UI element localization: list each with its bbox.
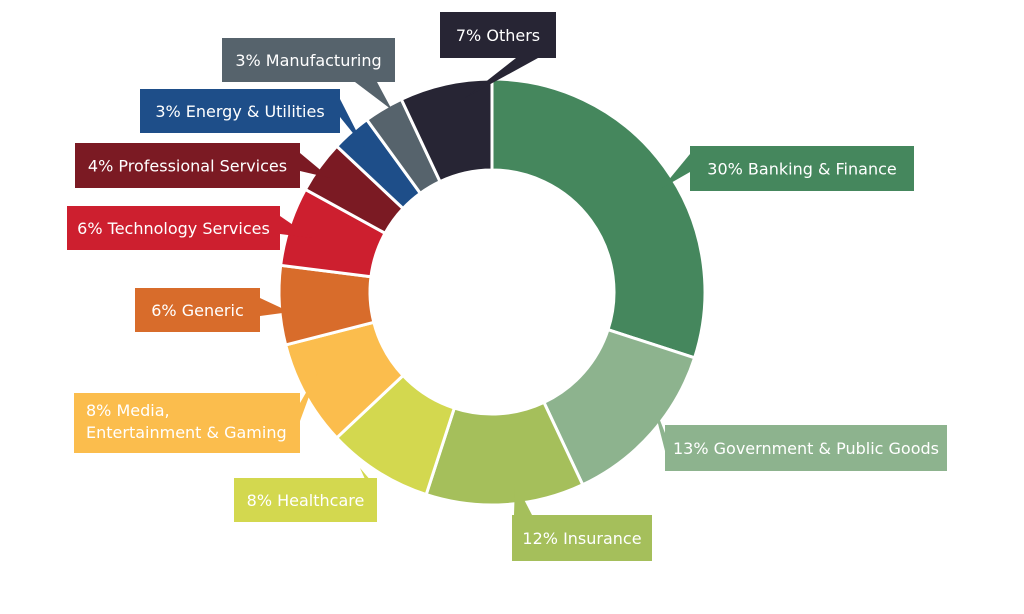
slice-label: 12% Insurance bbox=[522, 529, 641, 548]
slice-label: 6% Generic bbox=[151, 301, 244, 320]
callout-pointer bbox=[514, 482, 532, 515]
callout-pointer bbox=[300, 153, 330, 178]
slice-label: 3% Energy & Utilities bbox=[155, 102, 324, 121]
callout-box bbox=[74, 393, 300, 453]
slice-label: 6% Technology Services bbox=[77, 219, 270, 238]
slice-banking-finance bbox=[490, 77, 707, 360]
callout-pointer bbox=[652, 400, 665, 451]
callout-media-entertainment-gaming: 8% Media, Entertainment & Gaming bbox=[74, 372, 318, 453]
slice-label: 8% Media, bbox=[86, 401, 170, 420]
donut-slices bbox=[277, 77, 707, 507]
callout-insurance: 12% Insurance bbox=[512, 482, 652, 561]
callout-manufacturing: 3% Manufacturing bbox=[222, 38, 395, 110]
callout-others: 7% Others bbox=[440, 12, 556, 98]
callout-box bbox=[75, 143, 300, 188]
callout-pointer bbox=[662, 154, 690, 188]
slice-label: 30% Banking & Finance bbox=[707, 160, 896, 179]
callout-box bbox=[665, 425, 947, 471]
callout-banking-finance: 30% Banking & Finance bbox=[662, 146, 914, 191]
callout-labels: 30% Banking & Finance 13% Government & Pu… bbox=[67, 12, 947, 561]
callout-professional-services: 4% Professional Services bbox=[75, 143, 330, 188]
slice-label: 7% Others bbox=[456, 26, 540, 45]
slice-label: Entertainment & Gaming bbox=[86, 423, 287, 442]
callout-box bbox=[690, 146, 914, 191]
slice-label: 4% Professional Services bbox=[88, 157, 287, 176]
callout-pointer bbox=[465, 58, 538, 98]
slice-label: 8% Healthcare bbox=[247, 491, 365, 510]
slice-label: 3% Manufacturing bbox=[235, 51, 381, 70]
callout-pointer bbox=[360, 468, 377, 506]
callout-box bbox=[222, 38, 395, 82]
callout-technology-services: 6% Technology Services bbox=[67, 206, 312, 250]
callout-box bbox=[135, 288, 260, 332]
callout-pointer bbox=[260, 298, 290, 316]
callout-box bbox=[140, 89, 340, 133]
callout-pointer bbox=[300, 372, 318, 421]
callout-generic: 6% Generic bbox=[135, 288, 290, 332]
slice-label: 13% Government & Public Goods bbox=[673, 439, 939, 458]
callout-pointer bbox=[340, 99, 365, 148]
callout-pointer bbox=[355, 82, 392, 110]
callout-healthcare: 8% Healthcare bbox=[234, 468, 377, 522]
callout-box bbox=[67, 206, 280, 250]
callout-box bbox=[234, 478, 377, 522]
callout-government-public-goods: 13% Government & Public Goods bbox=[652, 400, 947, 471]
callout-box bbox=[440, 12, 556, 58]
callout-pointer bbox=[280, 216, 312, 238]
callout-energy-utilities: 3% Energy & Utilities bbox=[140, 89, 365, 148]
callout-box bbox=[512, 515, 652, 561]
